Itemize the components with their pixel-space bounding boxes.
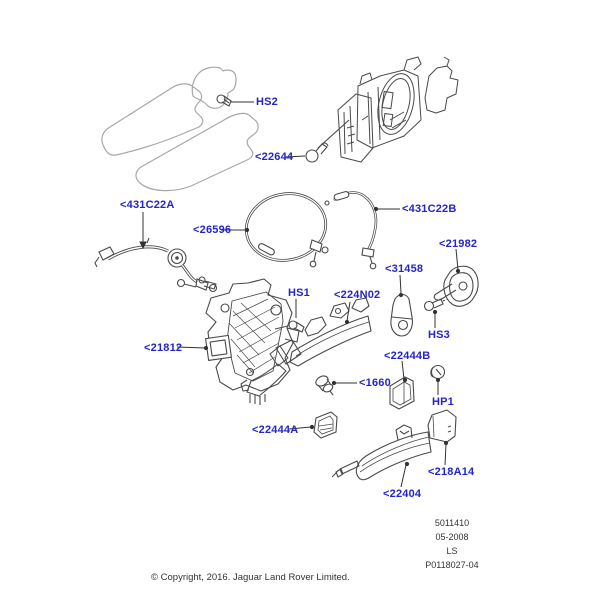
drawing-reference-block: 5011410 05-2008 LS P0118027-04 [406,516,498,572]
handle-22404-drawing [331,424,432,481]
bracket-224N02-drawing [240,297,372,405]
callout-1660[interactable]: <1660 [359,377,391,389]
pad-22444B-drawing [389,376,415,410]
callout-22644[interactable]: <22644 [255,151,294,163]
door-latch-assembly-drawing [337,56,459,163]
bulb-22644-drawing [305,119,350,163]
callout-431C22A[interactable]: <431C22A [120,199,175,211]
gasket-31458-drawing [390,293,413,337]
callout-hp1[interactable]: HP1 [432,396,454,408]
callout-31458[interactable]: <31458 [385,263,424,275]
callout-21812[interactable]: <21812 [144,342,183,354]
striker-21982-drawing [433,265,479,307]
latch-21812-drawing [176,276,300,392]
callout-224N02[interactable]: <224N02 [334,289,381,301]
cable-431C22B-drawing [324,191,378,270]
callout-26596[interactable]: <26596 [193,224,232,236]
callout-431C22B[interactable]: <431C22B [402,203,457,215]
callout-hs1[interactable]: HS1 [288,287,310,299]
callout-hs2[interactable]: HS2 [256,96,278,108]
hs3-screw-drawing [423,298,449,312]
handle-gasket-outlines [101,66,259,192]
callout-218A14[interactable]: <218A14 [428,466,475,478]
pad-22444A-drawing [313,411,338,439]
callout-22444A[interactable]: <22444A [252,424,299,436]
callout-22444B[interactable]: <22444B [384,350,431,362]
leader-lines [139,101,461,488]
hs2-screw-drawing [216,94,232,107]
end-cap-218A14-drawing [427,409,457,443]
cable-431C22A-drawing [94,237,218,293]
callout-21982[interactable]: <21982 [439,238,478,250]
copyright-notice: © Copyright, 2016. Jaguar Land Rover Lim… [151,572,350,583]
clip-1660-drawing [315,375,334,396]
cap-hp1-drawing [430,364,446,380]
cable-26596-drawing [244,192,329,268]
callout-hs3[interactable]: HS3 [428,329,450,341]
drawing-date: 05-2008 [435,532,469,542]
hs1-screw-drawing [274,320,305,333]
model-code: LS [446,546,458,556]
drawing-number: 5011410 [434,518,470,528]
callout-22404[interactable]: <22404 [383,488,422,500]
plate-reference: P0118027-04 [425,560,479,570]
